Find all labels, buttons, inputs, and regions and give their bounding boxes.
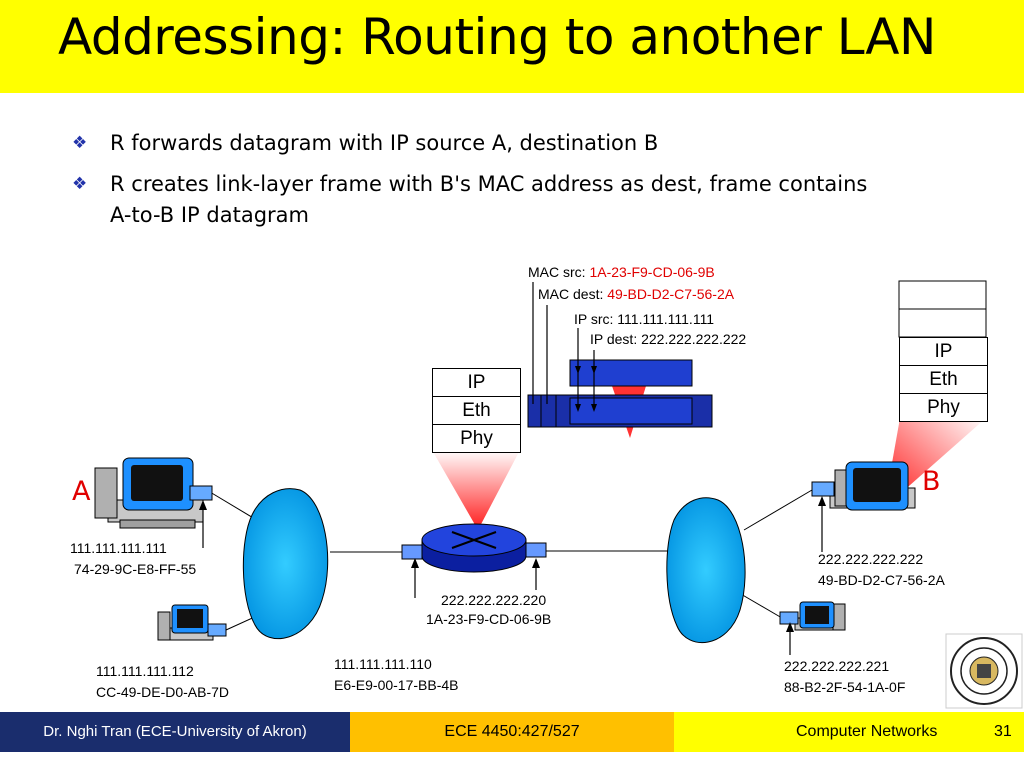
address-arrows [202,504,823,655]
stack-layer-ip: IP [934,341,953,362]
diamond-bullet-icon: ❖ [72,133,88,153]
host-b-computer-icon [811,461,916,511]
stack-layer-eth: Eth [433,396,520,424]
bullet-list: ❖ R forwards datagram with IP source A, … [72,128,872,241]
mac-dest-value: 49-BD-D2-C7-56-2A [607,286,735,302]
mac-dest-caption: MAC dest: [538,286,604,302]
frame-payload [569,397,693,425]
host-a2-computer-icon [157,604,227,641]
footer-author: Dr. Nghi Tran (ECE-University of Akron) [0,712,350,752]
host-b-mac: 49-BD-D2-C7-56-2A [818,572,945,588]
bullet-item: ❖ R forwards datagram with IP source A, … [72,128,872,159]
mac-src-label: MAC src: 1A-23-F9-CD-06-9B [528,264,715,281]
host-b2-computer-icon [779,601,846,631]
host-b2-mac: 88-B2-2F-54-1A-0F [784,679,906,695]
slide-title: Addressing: Routing to another LAN [58,8,936,66]
host-a-ip: 111.111.111.111 [70,540,167,556]
footer-course: ECE 4450:427/527 [350,712,674,752]
bullet-text: R forwards datagram with IP source A, de… [110,131,659,155]
host-a-mac: 74-29-9C-E8-FF-55 [74,561,197,577]
ip-src-label: IP src: 111.111.111.111 [574,311,715,327]
host-b-beam [884,418,986,508]
footer-page-number: 31 [994,723,1012,740]
router-left-ip: 111.111.111.110 [334,656,432,672]
footer-subject: Computer Networks [796,723,938,740]
stack-layer-phy: Phy [900,393,987,421]
title-bar: Addressing: Routing to another LAN [0,0,1024,93]
host-a2-ip: 111.111.111.112 [96,663,194,679]
host-b2-ip: 222.222.222.221 [784,658,890,674]
host-a-letter: A [72,476,91,507]
ip-datagram [569,359,693,387]
host-a2-mac: CC-49-DE-D0-AB-7D [96,684,230,700]
host-b-ip: 222.222.222.222 [818,551,924,567]
host-b-protocol-stack: IP Eth Phy [899,337,988,422]
router-protocol-stack: IP Eth Phy [432,368,521,453]
bullet-text: R creates link-layer frame with B's MAC … [110,172,868,227]
university-seal-logo [945,633,1023,709]
host-a-computer-icon [94,457,213,529]
mac-src-caption: MAC src: [528,264,586,280]
network-links [209,489,813,631]
bullet-item: ❖ R creates link-layer frame with B's MA… [72,169,872,231]
router-left-mac: E6-E9-00-17-BB-4B [334,677,459,693]
router-right-mac: 1A-23-F9-CD-06-9B [426,611,552,627]
router-beam [432,450,520,530]
diamond-bullet-icon: ❖ [72,174,88,194]
network-diagram [94,280,1023,709]
stack-layer-phy: Phy [433,424,520,452]
ip-dest-label: IP dest: 222.222.222.222 [590,331,747,347]
slide-footer: Dr. Nghi Tran (ECE-University of Akron) … [0,712,1024,756]
stack-layer-ip: IP [467,372,486,393]
lan-2-cloud [666,497,746,643]
router-right-ip: 222.222.222.220 [441,592,547,608]
router-icon [401,523,547,573]
mac-dest-label: MAC dest: 49-BD-D2-C7-56-2A [538,286,734,303]
stack-layer-eth: Eth [900,365,987,393]
mac-src-value: 1A-23-F9-CD-06-9B [589,264,715,280]
host-b-letter: B [922,466,941,497]
lan-1-cloud [242,488,329,640]
footer-right: Computer Networks 31 [674,712,1024,752]
